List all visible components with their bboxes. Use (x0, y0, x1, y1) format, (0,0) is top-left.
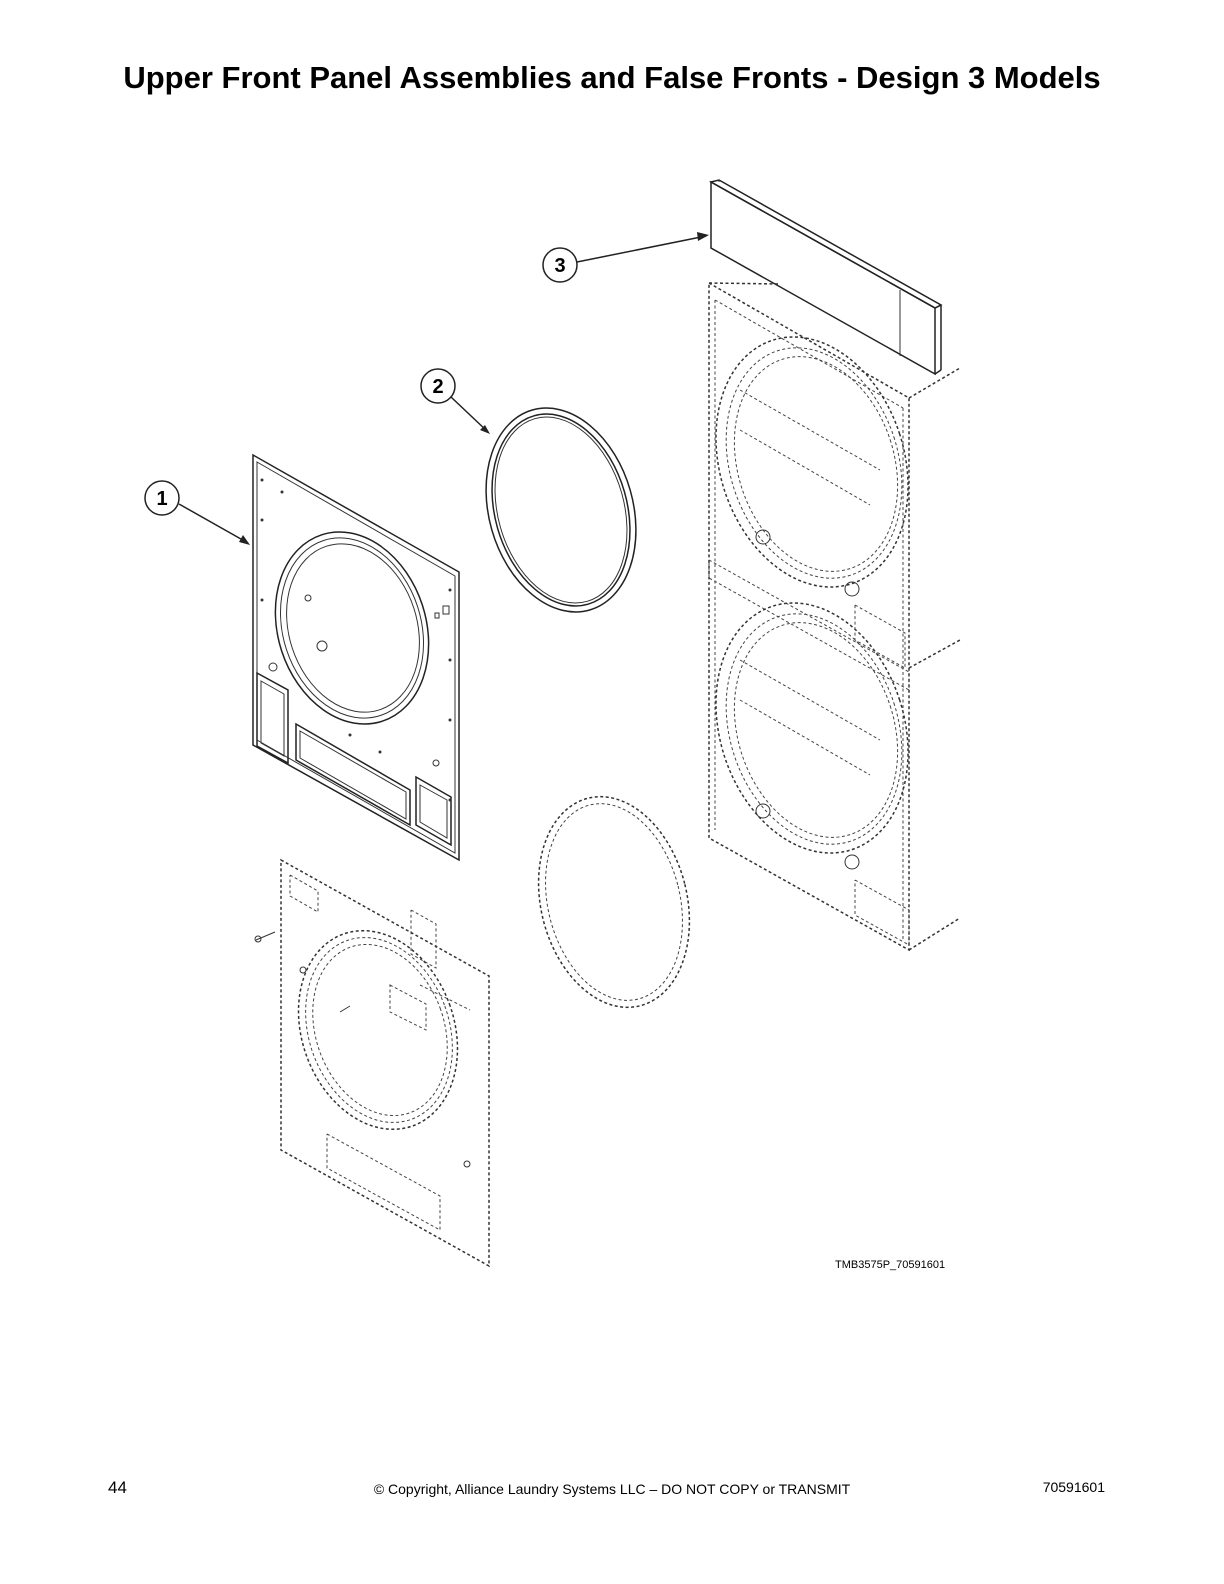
callout-1-number: 1 (156, 488, 167, 510)
drawing-id: TMB3575P_70591601 (835, 1259, 946, 1271)
lower-gasket-phantom (537, 795, 691, 1009)
callout-2: 2 (420, 368, 490, 434)
false-front-part (708, 179, 943, 376)
page-title: Upper Front Panel Assemblies and False F… (123, 60, 1101, 95)
door-gasket-part (485, 407, 637, 613)
footer-copyright: © Copyright, Alliance Laundry Systems LL… (373, 1481, 851, 1497)
callout-1: 1 (144, 480, 250, 545)
callout-3-number: 3 (554, 255, 565, 277)
lower-panel-phantom (254, 858, 490, 1268)
dryer-cabinet-phantom (708, 281, 961, 952)
footer-page-number: 44 (108, 1478, 127, 1497)
front-panel-part (252, 453, 460, 862)
footer-document-number: 70591601 (1042, 1479, 1105, 1495)
callout-3: 3 (542, 232, 709, 283)
callout-2-number: 2 (432, 376, 443, 398)
